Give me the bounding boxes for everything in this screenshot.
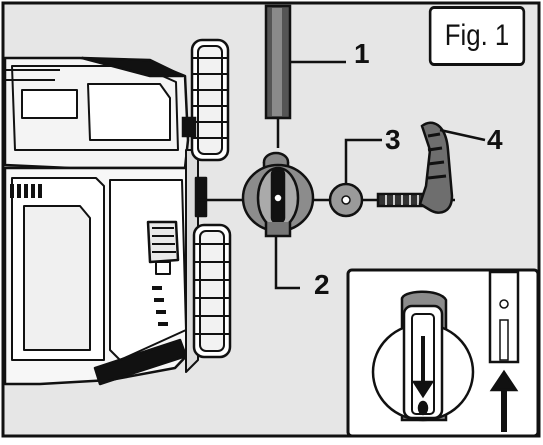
- callout-4-lever: 4: [487, 124, 503, 155]
- quick-release-lever: [376, 121, 486, 214]
- callout-2-knob: 2: [314, 269, 330, 300]
- figure-title: Fig. 1: [428, 6, 526, 66]
- lower-wheel: [192, 223, 232, 359]
- lawnmower-illustration: [3, 56, 208, 386]
- clamp-knob: [241, 151, 315, 290]
- inset-detail-panel: [346, 268, 540, 438]
- vent-grille: [10, 184, 42, 198]
- callout-3-washer: 3: [385, 124, 401, 155]
- upper-wheel: [181, 38, 230, 162]
- height-scale: [152, 286, 168, 326]
- callout-1-handle-tube: 1: [354, 38, 370, 69]
- washer: [328, 138, 382, 218]
- inset-tube-detail: [488, 270, 520, 432]
- inset-knob-detail: [371, 290, 475, 422]
